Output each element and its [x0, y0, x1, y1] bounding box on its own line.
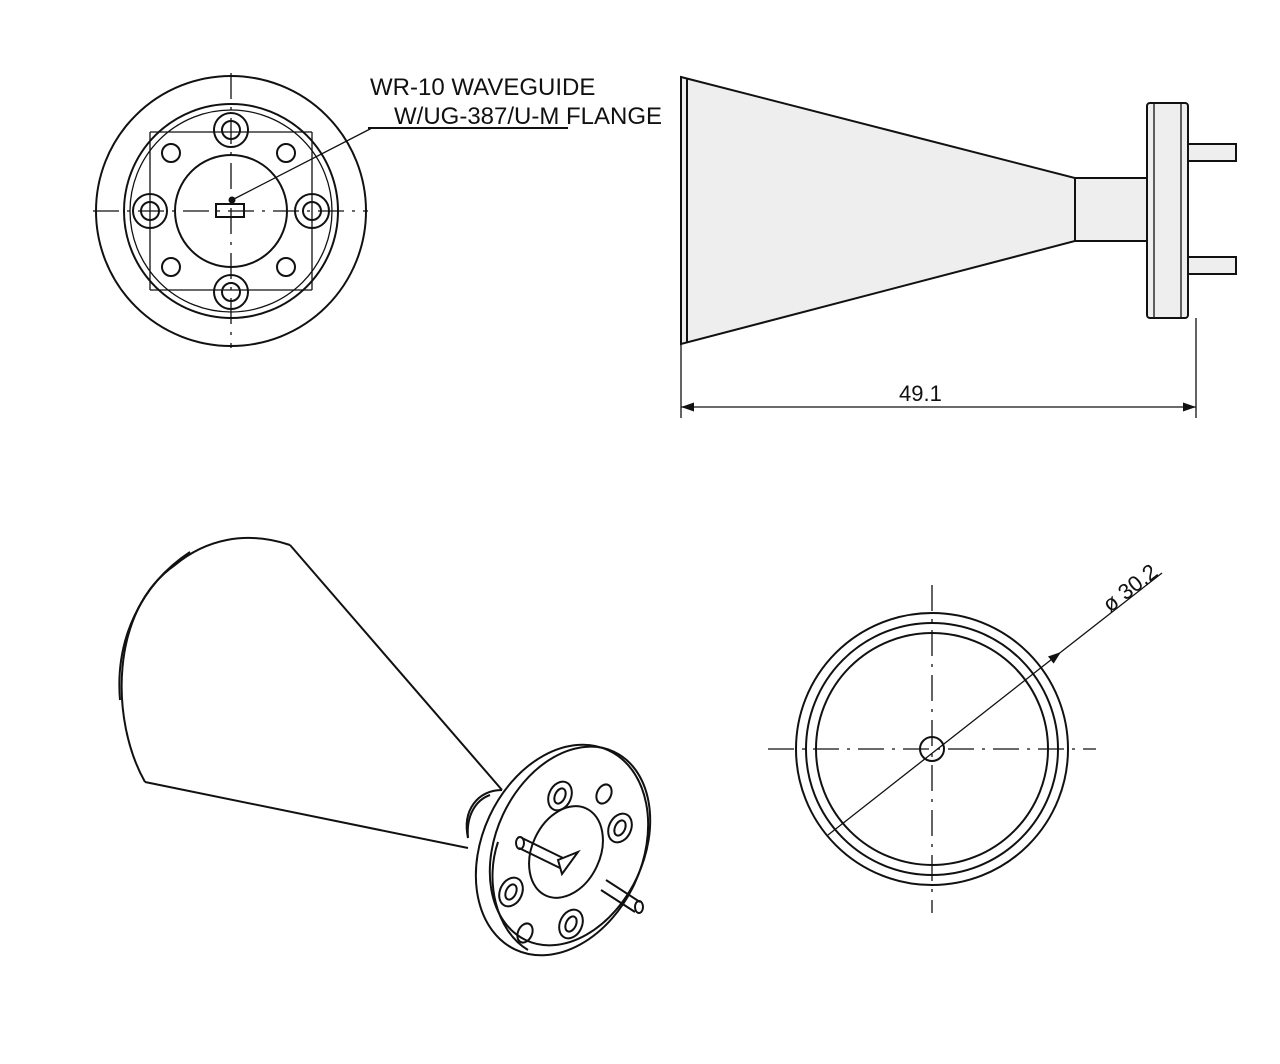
callout-leader — [231, 127, 373, 201]
diameter-dimension-line — [827, 651, 1062, 836]
flange-pin-holes — [161, 143, 296, 277]
horn-aperture-view — [768, 572, 1163, 913]
flange-front-view — [93, 73, 568, 348]
horn-side-view — [680, 75, 1237, 418]
flange-bolt-holes — [132, 112, 330, 310]
length-dimension-label: 49.1 — [899, 381, 942, 406]
diameter-dimension-label: ø 30.2 — [1098, 559, 1163, 617]
horn-isometric-view — [118, 536, 652, 957]
callout-line-2: W/UG-387/U-M FLANGE — [394, 103, 662, 130]
callout-line-1: WR-10 WAVEGUIDE — [370, 74, 595, 101]
